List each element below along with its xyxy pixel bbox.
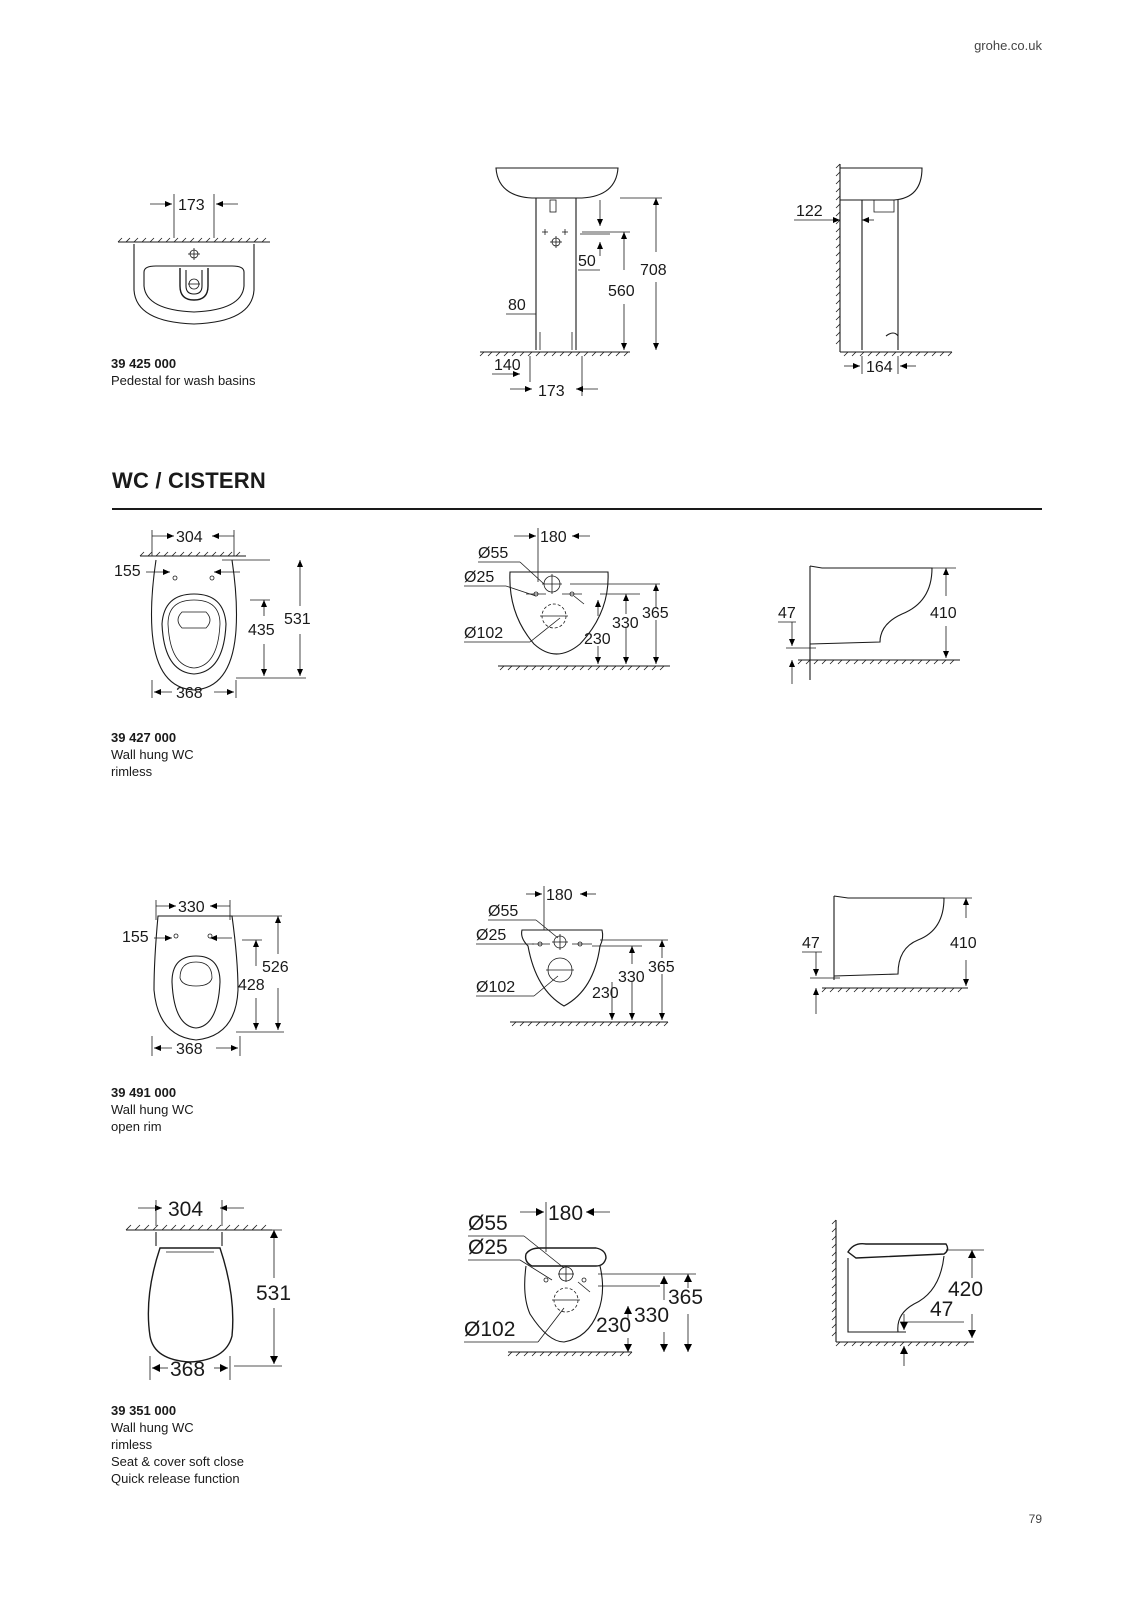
pedestal-side-view-drawing: 122 164 [794,163,953,376]
dim-155: 155 [114,563,141,580]
dim-230: 230 [596,1314,631,1337]
dim-368: 368 [176,685,203,702]
section-title: WC / CISTERN [112,468,266,493]
dim-50: 50 [578,253,596,270]
dim-428: 428 [238,977,265,994]
wc1-back-view-drawing: 180 Ø55 Ø25 Ø102 330 365 230 [464,528,670,671]
dim-330: 330 [634,1304,669,1327]
wc1-side-view-drawing: 410 47 [778,565,960,684]
product-description: Quick release function [111,1471,240,1486]
section-divider [112,508,1042,510]
product-description: rimless [111,1437,153,1452]
dim-180: 180 [546,887,573,904]
dim-o102: Ø102 [476,979,515,996]
wc2-back-view-drawing: 180 Ø55 Ø25 Ø102 330 365 230 [476,886,675,1027]
dim-531: 531 [284,611,311,628]
dim-420: 420 [948,1278,983,1301]
dim-47: 47 [778,605,796,622]
dim-o102: Ø102 [464,1318,515,1341]
dim-o102: Ø102 [464,625,503,642]
dim-526: 526 [262,959,289,976]
dim-410: 410 [950,935,977,952]
wc1-caption: 39 427 000 Wall hung WC rimless [111,729,194,780]
dim-435: 435 [248,622,275,639]
product-description: Seat & cover soft close [111,1454,244,1469]
wc2-top-view-drawing: 330 155 526 428 368 [122,899,289,1058]
page-number: 79 [1028,1512,1042,1526]
dim-180: 180 [548,1202,583,1225]
dim-230: 230 [592,985,619,1002]
wc3-caption: 39 351 000 Wall hung WC rimless Seat & c… [111,1402,244,1487]
wc1-top-view-drawing: 304 155 435 531 368 [114,529,311,702]
product-description: rimless [111,764,153,779]
product-description: Pedestal for wash basins [111,373,256,388]
dim-164: 164 [866,359,893,376]
dim-o25: Ø25 [468,1236,508,1259]
dim-708: 708 [640,262,667,279]
wc3-back-view-drawing: 180 Ø55 Ø25 Ø102 365 330 230 [464,1202,703,1357]
dim-365: 365 [648,959,675,976]
dim-o55: Ø55 [468,1212,508,1235]
product-code: 39 491 000 [111,1085,177,1100]
dim-368: 368 [170,1358,205,1381]
dim-365: 365 [642,605,669,622]
pedestal-front-view-drawing: 50 560 708 80 140 173 [479,167,667,400]
dim-173-bottom: 173 [538,383,565,400]
dim-368: 368 [176,1041,203,1058]
dim-80: 80 [508,297,526,314]
dim-560: 560 [608,283,635,300]
dim-304: 304 [168,1198,203,1221]
wc3-side-view-drawing: 420 47 [831,1219,984,1366]
product-code: 39 427 000 [111,730,177,745]
dim-330: 330 [178,899,205,916]
pedestal-caption: 39 425 000 Pedestal for wash basins [111,355,256,389]
dim-330: 330 [618,969,645,986]
pedestal-top-view-drawing: 173 [117,194,270,325]
product-description: Wall hung WC [111,1420,194,1435]
product-description: Wall hung WC [111,747,194,762]
dim-365: 365 [668,1286,703,1309]
dim-410: 410 [930,605,957,622]
dim-o25: Ø25 [476,927,506,944]
wc2-caption: 39 491 000 Wall hung WC open rim [111,1084,194,1135]
wc3-top-view-drawing: 304 531 368 [125,1198,291,1381]
dim-47: 47 [930,1298,953,1321]
dim-180: 180 [540,529,567,546]
product-description: Wall hung WC [111,1102,194,1117]
dim-o55: Ø55 [478,545,508,562]
dim-122: 122 [796,203,823,220]
dim-47: 47 [802,935,820,952]
product-description: open rim [111,1119,162,1134]
dim-304: 304 [176,529,203,546]
dim-o25: Ø25 [464,569,494,586]
dim-230: 230 [584,631,611,648]
dim-140: 140 [494,357,521,374]
dim-531: 531 [256,1282,291,1305]
dim-o55: Ø55 [488,903,518,920]
product-code: 39 425 000 [111,356,177,371]
dim-330: 330 [612,615,639,632]
product-code: 39 351 000 [111,1403,177,1418]
wc2-side-view-drawing: 410 47 [802,895,977,1014]
dim-top-width: 173 [178,197,205,214]
site-url: grohe.co.uk [974,38,1042,53]
dim-155: 155 [122,929,149,946]
